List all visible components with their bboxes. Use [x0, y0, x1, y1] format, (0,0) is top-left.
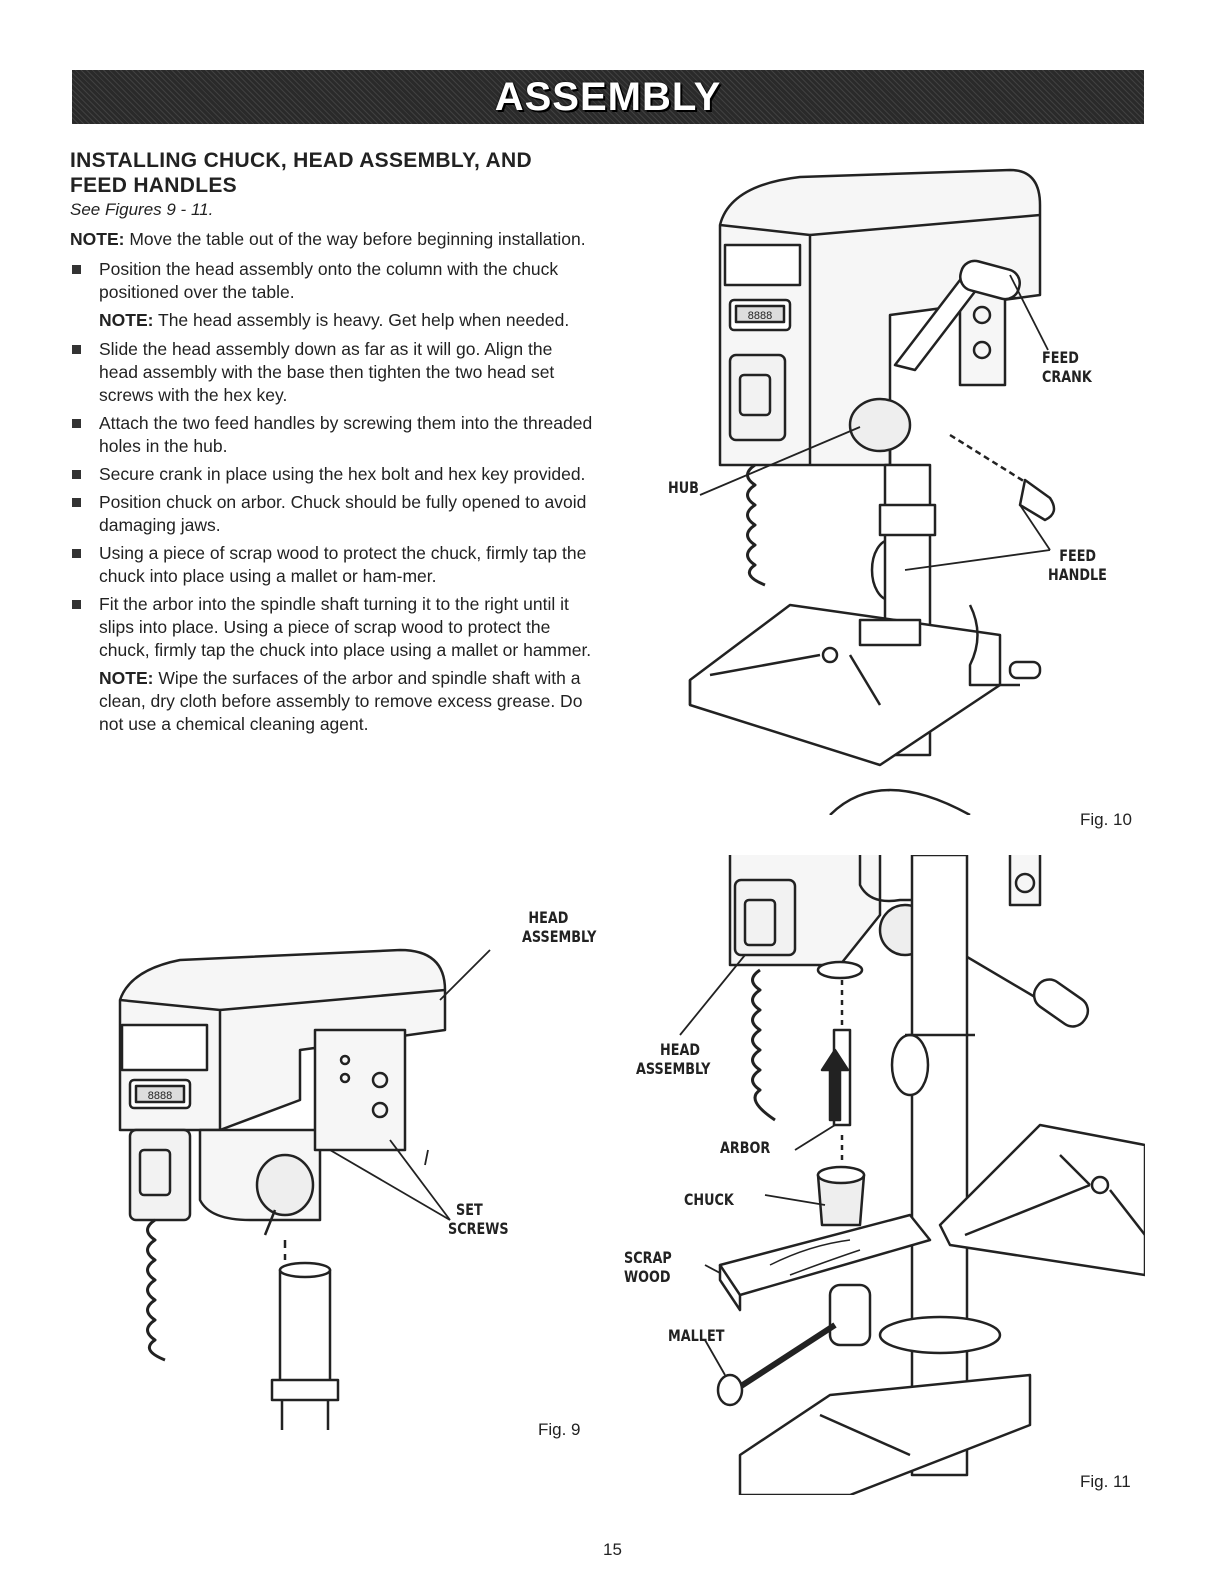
step-item: Using a piece of scrap wood to protect t…	[70, 542, 595, 588]
section-heading: INSTALLING CHUCK, HEAD ASSEMBLY, AND FEE…	[70, 149, 532, 197]
set-screws-leaders	[329, 1139, 451, 1221]
figure-9-illustration: 8888	[118, 948, 491, 1430]
callout-feed-crank: FEED CRANK	[1042, 348, 1092, 386]
note-text: Move the table out of the way before beg…	[124, 229, 586, 249]
callout-line: SCREWS	[448, 1219, 509, 1238]
callout-line: CHUCK	[684, 1190, 734, 1209]
callout-line: SET	[456, 1200, 483, 1219]
callout-set-screws: SET SCREWS	[448, 1200, 509, 1238]
callout-hub: HUB	[668, 478, 699, 497]
step-note: NOTE: The head assembly is heavy. Get he…	[70, 309, 595, 332]
banner-title: ASSEMBLY	[494, 74, 722, 119]
callout-line: HUB	[668, 478, 699, 497]
step-item: Position the head assembly onto the colu…	[70, 258, 595, 304]
note-label: NOTE:	[99, 310, 154, 330]
steps-list: Position the head assembly onto the colu…	[70, 258, 595, 304]
callout-line: HEAD	[528, 908, 569, 927]
section-banner: ASSEMBLY	[72, 70, 1144, 124]
figure-9-label: Fig. 9	[538, 1420, 581, 1439]
callout-feed-handle: FEED HANDLE	[1048, 546, 1107, 584]
step-item: Slide the head assembly down as far as i…	[70, 338, 595, 407]
note-text: The head assembly is heavy. Get help whe…	[153, 310, 570, 330]
callout-line: HANDLE	[1048, 565, 1107, 584]
step-item: Position chuck on arbor. Chuck should be…	[70, 491, 595, 537]
callout-line: FEED	[1042, 348, 1079, 367]
callout-head-assembly-fig11: HEAD ASSEMBLY	[636, 1040, 710, 1078]
instructions-column: INSTALLING CHUCK, HEAD ASSEMBLY, AND FEE…	[70, 148, 595, 742]
final-note: NOTE: Wipe the surfaces of the arbor and…	[70, 667, 595, 736]
intro-note: NOTE: Move the table out of the way befo…	[70, 228, 595, 251]
callout-line: HEAD	[660, 1040, 700, 1059]
callout-line: ASSEMBLY	[522, 927, 597, 946]
callout-head-assembly: HEAD ASSEMBLY	[522, 908, 596, 946]
callout-line: WOOD	[624, 1267, 671, 1286]
callout-line: CRANK	[1042, 367, 1092, 386]
callout-line: FEED	[1059, 546, 1097, 565]
callout-line: MALLET	[668, 1326, 725, 1345]
steps-list: Slide the head assembly down as far as i…	[70, 338, 595, 662]
callout-chuck: CHUCK	[684, 1190, 734, 1209]
figure-11-label: Fig. 11	[1080, 1472, 1131, 1491]
step-item: Fit the arbor into the spindle shaft tur…	[70, 593, 595, 662]
svg-text:8888: 8888	[748, 310, 772, 322]
note-text: Wipe the surfaces of the arbor and spind…	[99, 668, 583, 734]
step-item: Attach the two feed handles by screwing …	[70, 412, 595, 458]
callout-line: ASSEMBLY	[636, 1059, 711, 1078]
step-item: Secure crank in place using the hex bolt…	[70, 463, 595, 486]
figure-11-illustration	[679, 855, 1145, 1495]
callout-arbor: ARBOR	[720, 1138, 770, 1157]
callout-line: ARBOR	[720, 1138, 771, 1157]
note-label: NOTE:	[99, 668, 154, 688]
figure-reference: See Figures 9 - 11.	[70, 200, 214, 219]
callout-mallet: MALLET	[668, 1326, 724, 1345]
callout-scrap-wood: SCRAP WOOD	[624, 1248, 672, 1286]
figure-10-illustration: 8888	[688, 168, 1056, 815]
svg-text:8888: 8888	[148, 1090, 172, 1102]
page-number: 15	[603, 1540, 622, 1559]
figure-10-label: Fig. 10	[1080, 810, 1132, 829]
callout-line: SCRAP	[624, 1248, 672, 1267]
note-label: NOTE:	[70, 229, 125, 249]
